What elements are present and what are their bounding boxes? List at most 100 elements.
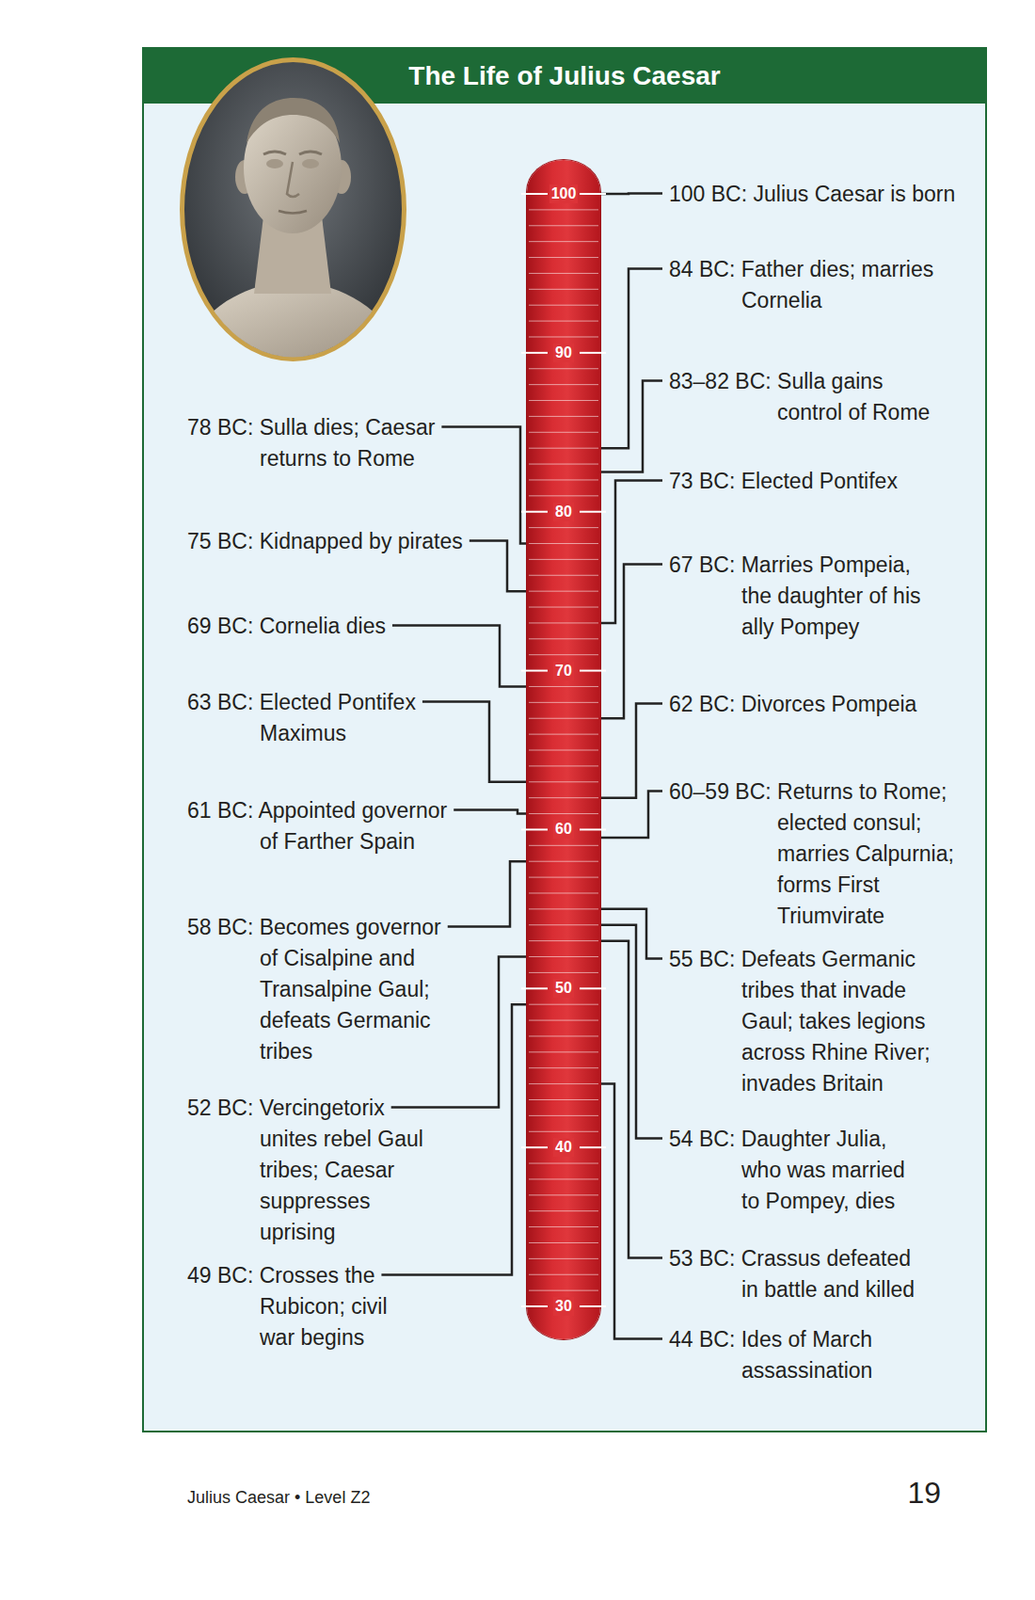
major-tick [579, 987, 606, 989]
leader-line [447, 860, 527, 926]
event-label: 60–59 BC: Returns to Rome; elected consu… [668, 776, 956, 932]
minor-tick [528, 1035, 599, 1036]
event-label: 54 BC: Daughter Julia, who was married t… [668, 1123, 916, 1217]
event-label: 75 BC: Kidnapped by pirates [187, 525, 489, 558]
minor-tick [528, 891, 599, 893]
leader-line [441, 427, 527, 544]
leader-line [453, 810, 527, 814]
minor-tick [528, 288, 599, 290]
bust-nose [286, 161, 300, 197]
minor-tick [528, 399, 599, 401]
leader-line [600, 191, 663, 195]
minor-tick [528, 208, 599, 210]
minor-tick [528, 272, 599, 274]
minor-tick [528, 812, 599, 814]
bust-hair [246, 97, 340, 144]
tick-number: 40 [553, 1137, 574, 1157]
event-label: 69 BC: Cornelia dies [187, 610, 432, 642]
minor-tick [528, 1066, 599, 1068]
major-tick [521, 987, 548, 989]
event-label: 78 BC: Sulla dies; Caesar returns to Rom… [187, 412, 442, 475]
minor-tick [528, 653, 599, 655]
minor-tick [528, 955, 599, 957]
tick-number: 90 [553, 343, 574, 363]
major-tick [579, 192, 606, 195]
tick-label-holder: 60 [526, 818, 601, 840]
leader-line [600, 381, 663, 473]
minor-tick [528, 1178, 599, 1179]
minor-tick [528, 304, 599, 306]
tick-number: 80 [553, 502, 574, 522]
leader-line [600, 940, 663, 1258]
minor-tick [528, 796, 599, 798]
caesar-bust-portrait [178, 56, 408, 363]
minor-tick [528, 320, 599, 322]
event-label: 73 BC: Elected Pontifex [668, 465, 971, 497]
leader-line [600, 791, 663, 838]
minor-tick [528, 1114, 599, 1116]
minor-tick [528, 558, 599, 560]
minor-tick [528, 876, 599, 878]
minor-tick [528, 574, 599, 576]
tick-label-holder: 80 [526, 501, 601, 523]
leader-line [600, 703, 663, 798]
event-label: 63 BC: Elected Pontifex Maximus [187, 686, 432, 749]
minor-tick [528, 1050, 599, 1052]
major-tick [579, 510, 606, 513]
minor-tick [528, 701, 599, 703]
minor-tick [528, 860, 599, 862]
tick-label-holder: 30 [526, 1295, 601, 1317]
event-label: 83–82 BC: Sulla gains control of Rome [668, 366, 942, 429]
event-label: 100 BC: Julius Caesar is born [668, 178, 980, 210]
leader-line [600, 924, 663, 1139]
minor-tick [528, 447, 599, 449]
event-label: 84 BC: Father dies; marries Cornelia [668, 254, 952, 317]
tick-label-holder: 90 [526, 342, 601, 364]
minor-tick [528, 240, 599, 242]
event-label: 62 BC: Divorces Pompeia [668, 688, 971, 720]
minor-tick [528, 463, 599, 465]
event-label: 58 BC: Becomes governor of Cisalpine and… [187, 911, 446, 1067]
tick-number: 70 [553, 661, 574, 681]
minor-tick [528, 1242, 599, 1243]
major-tick [521, 510, 548, 513]
minor-tick [528, 685, 599, 687]
leader-line [600, 908, 663, 959]
leader-line [600, 480, 663, 623]
major-tick [579, 1146, 606, 1148]
major-tick [579, 1305, 606, 1307]
minor-tick [528, 383, 599, 385]
minor-tick [528, 923, 599, 925]
minor-tick [528, 256, 599, 258]
event-label: 61 BC: Appointed governor of Farther Spa… [187, 795, 465, 858]
minor-tick [528, 590, 599, 592]
minor-tick [528, 780, 599, 782]
major-tick [521, 1146, 548, 1148]
minor-tick [528, 1257, 599, 1259]
tick-marks [526, 159, 601, 1339]
minor-tick [528, 526, 599, 528]
minor-tick [528, 844, 599, 846]
bust-mouth [278, 210, 307, 214]
minor-tick [528, 1273, 599, 1275]
event-label: 55 BC: Defeats Germanic tribes that inva… [668, 943, 938, 1099]
minor-tick [528, 1226, 599, 1227]
minor-tick [528, 335, 599, 337]
event-label: 52 BC: Vercingetorix unites rebel Gaul t… [187, 1092, 437, 1248]
leader-line [422, 701, 527, 782]
minor-tick [528, 1194, 599, 1195]
minor-tick [528, 415, 599, 417]
minor-tick [528, 1019, 599, 1021]
tick-number: 60 [553, 819, 574, 839]
minor-tick [528, 542, 599, 544]
tick-label-holder: 70 [526, 660, 601, 682]
major-tick [579, 828, 606, 830]
major-tick [579, 351, 606, 354]
minor-tick [528, 1289, 599, 1291]
event-label: 49 BC: Crosses the Rubicon; civil war be… [187, 1259, 390, 1354]
leader-line [600, 269, 663, 449]
leader-line [469, 541, 527, 592]
minor-tick [528, 733, 599, 735]
minor-tick [528, 494, 599, 496]
